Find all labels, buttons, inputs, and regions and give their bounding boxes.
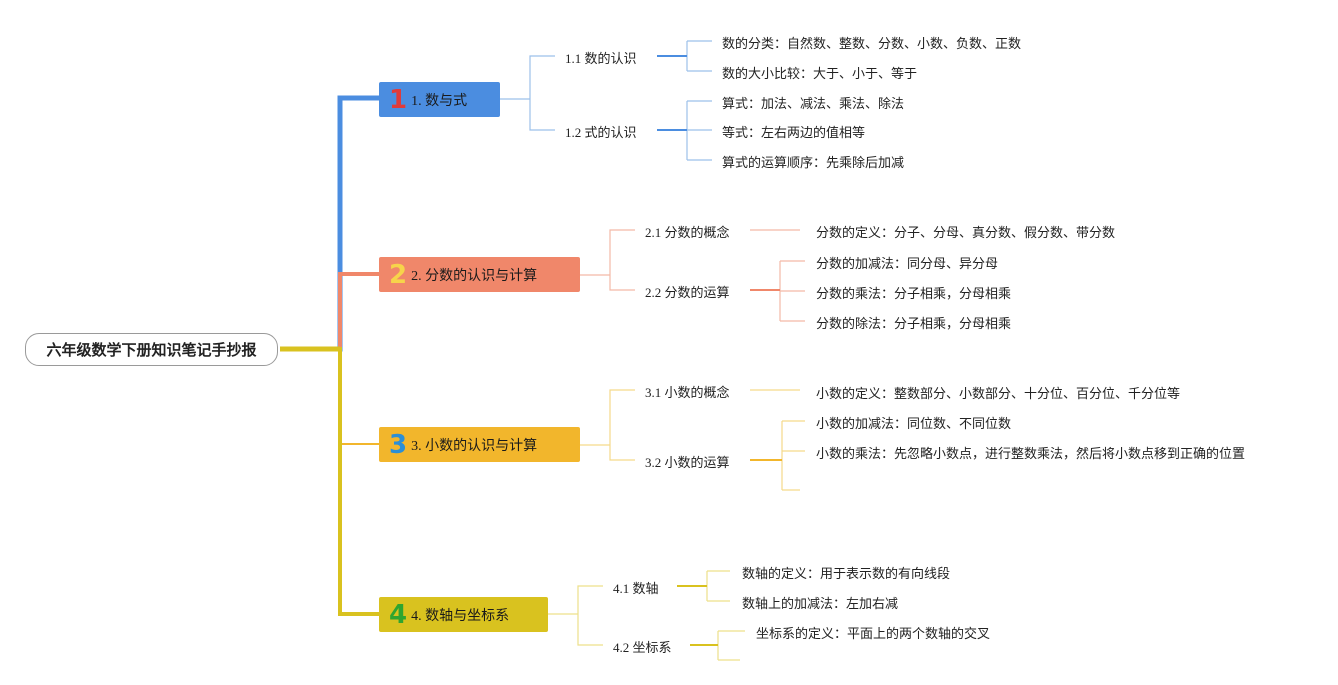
subtopic-3-1[interactable]: 3.1 小数的概念 [645,385,730,400]
trunk-line-3 [280,348,380,445]
subtopic-1-2[interactable]: 1.2 式的认识 [565,125,637,140]
b2-sub-connector [580,229,635,291]
branch-1-number-icon: 1 [389,84,408,115]
subtopic-2-2[interactable]: 2.2 分数的运算 [645,285,730,300]
subtopic-4-1[interactable]: 4.1 数轴 [613,581,659,596]
leaf-2-2-2[interactable]: 分数的乘法：分子相乘，分母相乘 [816,287,1012,302]
branch-3-label: 3. 小数的认识与计算 [411,438,538,454]
leaf-4-1-2[interactable]: 数轴上的加减法：左加右减 [742,597,899,612]
b1-sub2-leaf-connector [686,100,712,161]
subtopic-4-2[interactable]: 4.2 坐标系 [613,640,672,655]
b2-sub2-leaf-connector [779,260,805,322]
b4-sub2-leaf-connector [717,630,745,661]
trunk-line-1 [280,95,380,352]
leaf-1-2-2[interactable]: 等式：左右两边的值相等 [722,126,866,141]
b3-sub2-leaf-connector [781,420,805,491]
leaf-3-1-1[interactable]: 小数的定义：整数部分、小数部分、十分位、百分位、千分位等 [816,387,1181,402]
b1-sub-connector [500,55,555,131]
branch-1-topic[interactable]: 1 1. 数与式 [379,82,500,117]
b4-sub1-leaf-connector [706,570,730,602]
leaf-1-1-1[interactable]: 数的分类：自然数、整数、分数、小数、负数、正数 [722,37,1022,52]
subtopic-2-1[interactable]: 2.1 分数的概念 [645,225,730,240]
b4-sub-connector [548,585,603,646]
branch-3-topic[interactable]: 3 3. 小数的认识与计算 [379,427,580,462]
leaf-4-2-1[interactable]: 坐标系的定义：平面上的两个数轴的交叉 [756,627,991,642]
trunk-line-4 [280,347,380,616]
branch-3-number-icon: 3 [389,429,408,460]
branch-4-topic[interactable]: 4 4. 数轴与坐标系 [379,597,548,632]
root-topic[interactable]: 六年级数学下册知识笔记手抄报 [25,333,278,366]
leaf-2-2-3[interactable]: 分数的除法：分子相乘，分母相乘 [816,317,1012,332]
leaf-3-2-1[interactable]: 小数的加减法：同位数、不同位数 [816,417,1012,432]
leaf-3-2-2[interactable]: 小数的乘法：先忽略小数点，进行整数乘法，然后将小数点移到正确的位置 [816,447,1246,462]
subtopic-1-1[interactable]: 1.1 数的认识 [565,51,637,66]
subtopic-3-2[interactable]: 3.2 小数的运算 [645,455,730,470]
branch-4-number-icon: 4 [389,599,408,630]
leaf-1-2-1[interactable]: 算式：加法、减法、乘法、除法 [722,97,905,112]
branch-2-topic[interactable]: 2 2. 分数的认识与计算 [379,257,580,292]
branch-2-label: 2. 分数的认识与计算 [411,268,538,284]
branch-1-label: 1. 数与式 [411,93,468,109]
b3-sub-connector [580,389,635,461]
branch-4-label: 4. 数轴与坐标系 [411,608,510,624]
leaf-4-1-1[interactable]: 数轴的定义：用于表示数的有向线段 [742,567,951,582]
leaf-1-2-3[interactable]: 算式的运算顺序：先乘除后加减 [722,156,905,171]
trunk-line-2 [280,272,380,351]
leaf-2-1-1[interactable]: 分数的定义：分子、分母、真分数、假分数、带分数 [816,226,1116,241]
leaf-1-1-2[interactable]: 数的大小比较：大于、小于、等于 [722,67,918,82]
branch-2-number-icon: 2 [389,259,408,290]
leaf-2-2-1[interactable]: 分数的加减法：同分母、异分母 [816,257,999,272]
